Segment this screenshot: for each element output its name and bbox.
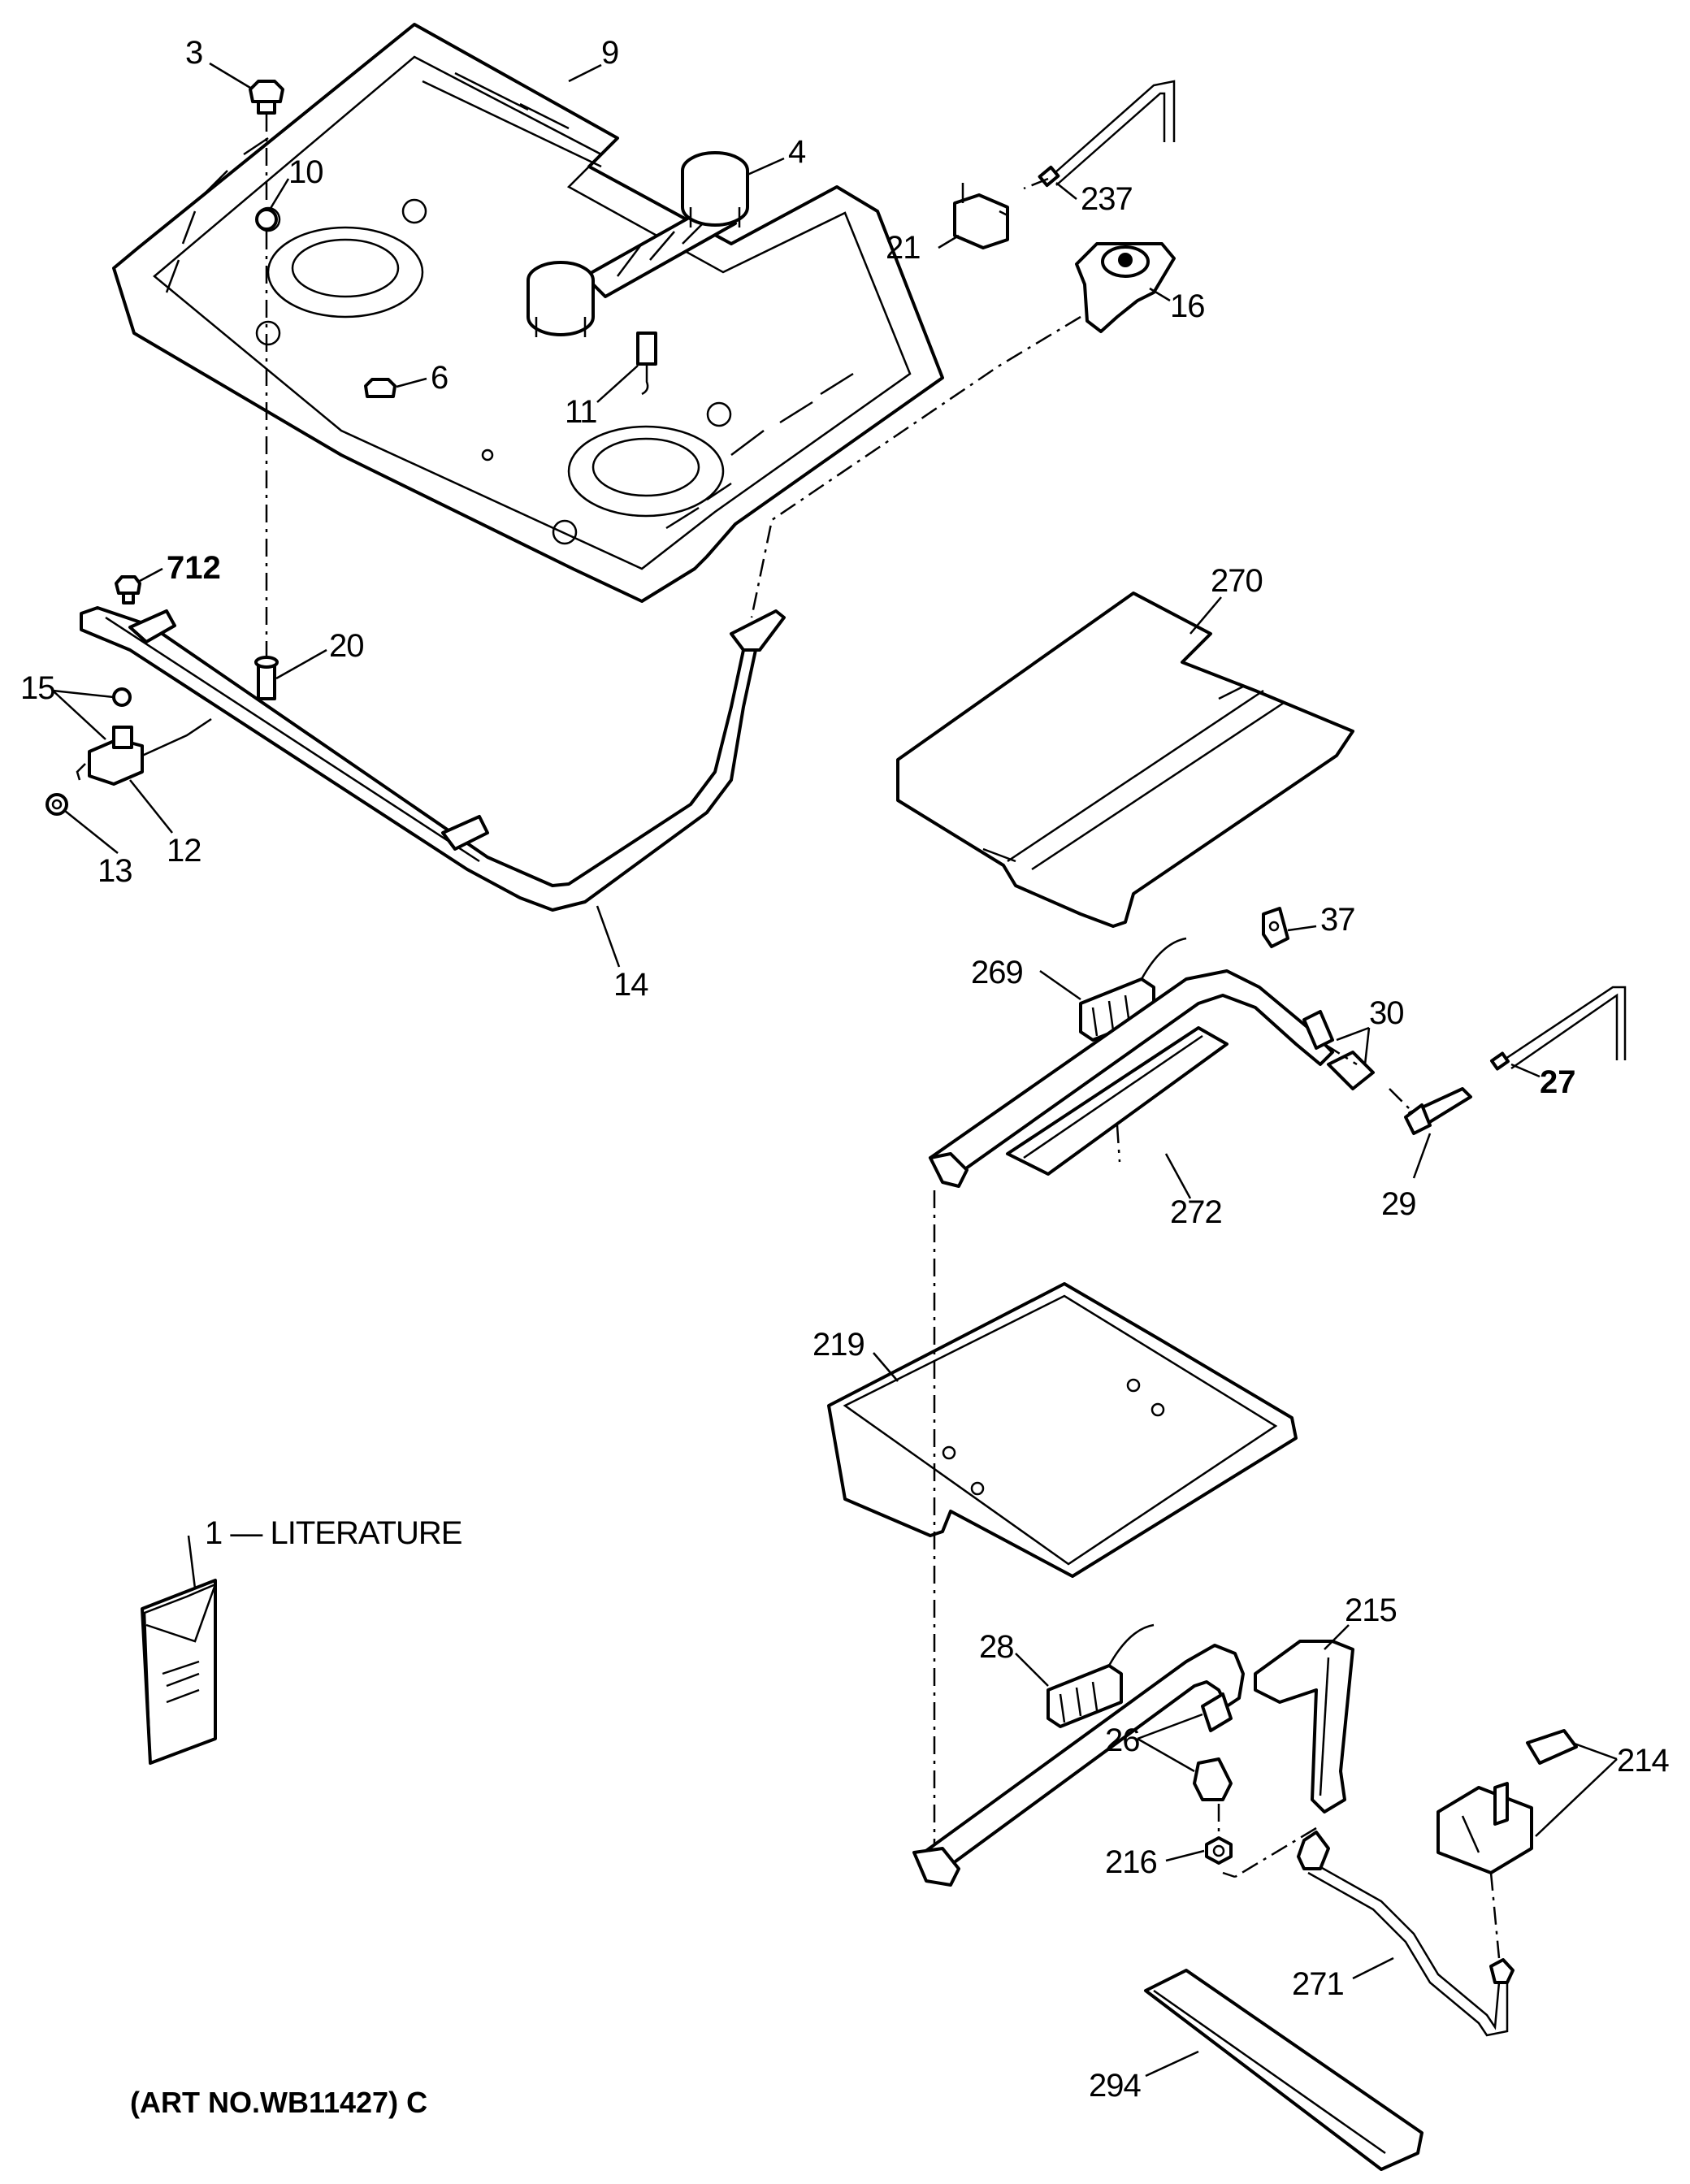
air-shutter-30: [1302, 1010, 1375, 1090]
callout-15: 15: [20, 670, 55, 706]
nut-216: [1205, 1836, 1233, 1865]
orifice-29: [1404, 1087, 1472, 1135]
callout-237: 237: [1081, 181, 1133, 217]
gas-tube-27: [1490, 986, 1627, 1071]
bracket-215: [1254, 1640, 1354, 1814]
igniter-28: [1046, 1623, 1155, 1728]
callout-13: 13: [98, 853, 132, 889]
art-number: (ART NO.WB11427) C: [130, 2086, 427, 2119]
deflector-272: [1006, 1026, 1228, 1176]
stud-20: [254, 656, 279, 700]
bracket-294: [1144, 1969, 1424, 2171]
gas-tube-271: [1297, 1831, 1514, 2037]
oven-bottom-219: [827, 1282, 1298, 1578]
callout-37: 37: [1320, 902, 1355, 938]
assembly-lines: [265, 114, 1501, 1959]
screw-3: [249, 80, 284, 115]
callout-269: 269: [971, 955, 1023, 990]
bracket-37: [1262, 907, 1289, 948]
broil-shield-270: [896, 592, 1354, 928]
callout-29: 29: [1381, 1186, 1416, 1222]
callout-215: 215: [1345, 1592, 1397, 1628]
literature-label: 1 — LITERATURE: [205, 1515, 462, 1551]
leader-lines: [52, 62, 1618, 2078]
bake-burner-tube: [912, 1644, 1245, 1887]
callout-271: 271: [1292, 1966, 1344, 2002]
callout-21: 21: [886, 230, 921, 266]
callout-11: 11: [565, 394, 597, 430]
callout-12: 12: [167, 833, 202, 869]
callout-4: 4: [788, 134, 806, 170]
valve-21: [953, 183, 1009, 249]
callout-30: 30: [1369, 995, 1404, 1031]
callout-270: 270: [1211, 563, 1263, 599]
nut-10: [255, 208, 278, 231]
screw-712: [115, 575, 141, 604]
callout-labels: 3 9 10 4 6 11 237 21 16 712 20 15 12 13 …: [20, 35, 1670, 2119]
callout-214: 214: [1617, 1743, 1669, 1779]
callout-20: 20: [329, 628, 364, 664]
nut-13: [46, 793, 68, 816]
callout-712: 712: [167, 550, 221, 586]
literature-envelope: [141, 1579, 218, 1765]
broil-burner-tube: [929, 969, 1334, 1188]
burner-heads-assembly: [526, 151, 749, 337]
manifold-pipe-14: [80, 606, 786, 912]
callout-6: 6: [431, 360, 448, 396]
callout-3: 3: [185, 35, 202, 71]
callout-16: 16: [1170, 288, 1205, 324]
callout-9: 9: [601, 35, 618, 71]
callout-216: 216: [1105, 1844, 1157, 1880]
callout-294: 294: [1089, 2068, 1141, 2104]
screw-6: [364, 378, 396, 398]
callout-26: 26: [1105, 1722, 1140, 1758]
valve-214: [1436, 1729, 1578, 1874]
callout-272: 272: [1170, 1194, 1222, 1230]
callout-10: 10: [288, 154, 323, 190]
callout-14: 14: [613, 967, 648, 1003]
fitting-15: [112, 687, 132, 707]
callout-27: 27: [1540, 1064, 1576, 1100]
spark-electrode-11: [636, 332, 657, 396]
gas-tube-237: [1038, 80, 1176, 188]
valve-12: [76, 717, 212, 786]
callout-28: 28: [979, 1629, 1014, 1665]
orifice-bracket-16: [1075, 242, 1176, 333]
callout-219: 219: [812, 1327, 864, 1363]
air-shutter-26: [1193, 1692, 1233, 1801]
